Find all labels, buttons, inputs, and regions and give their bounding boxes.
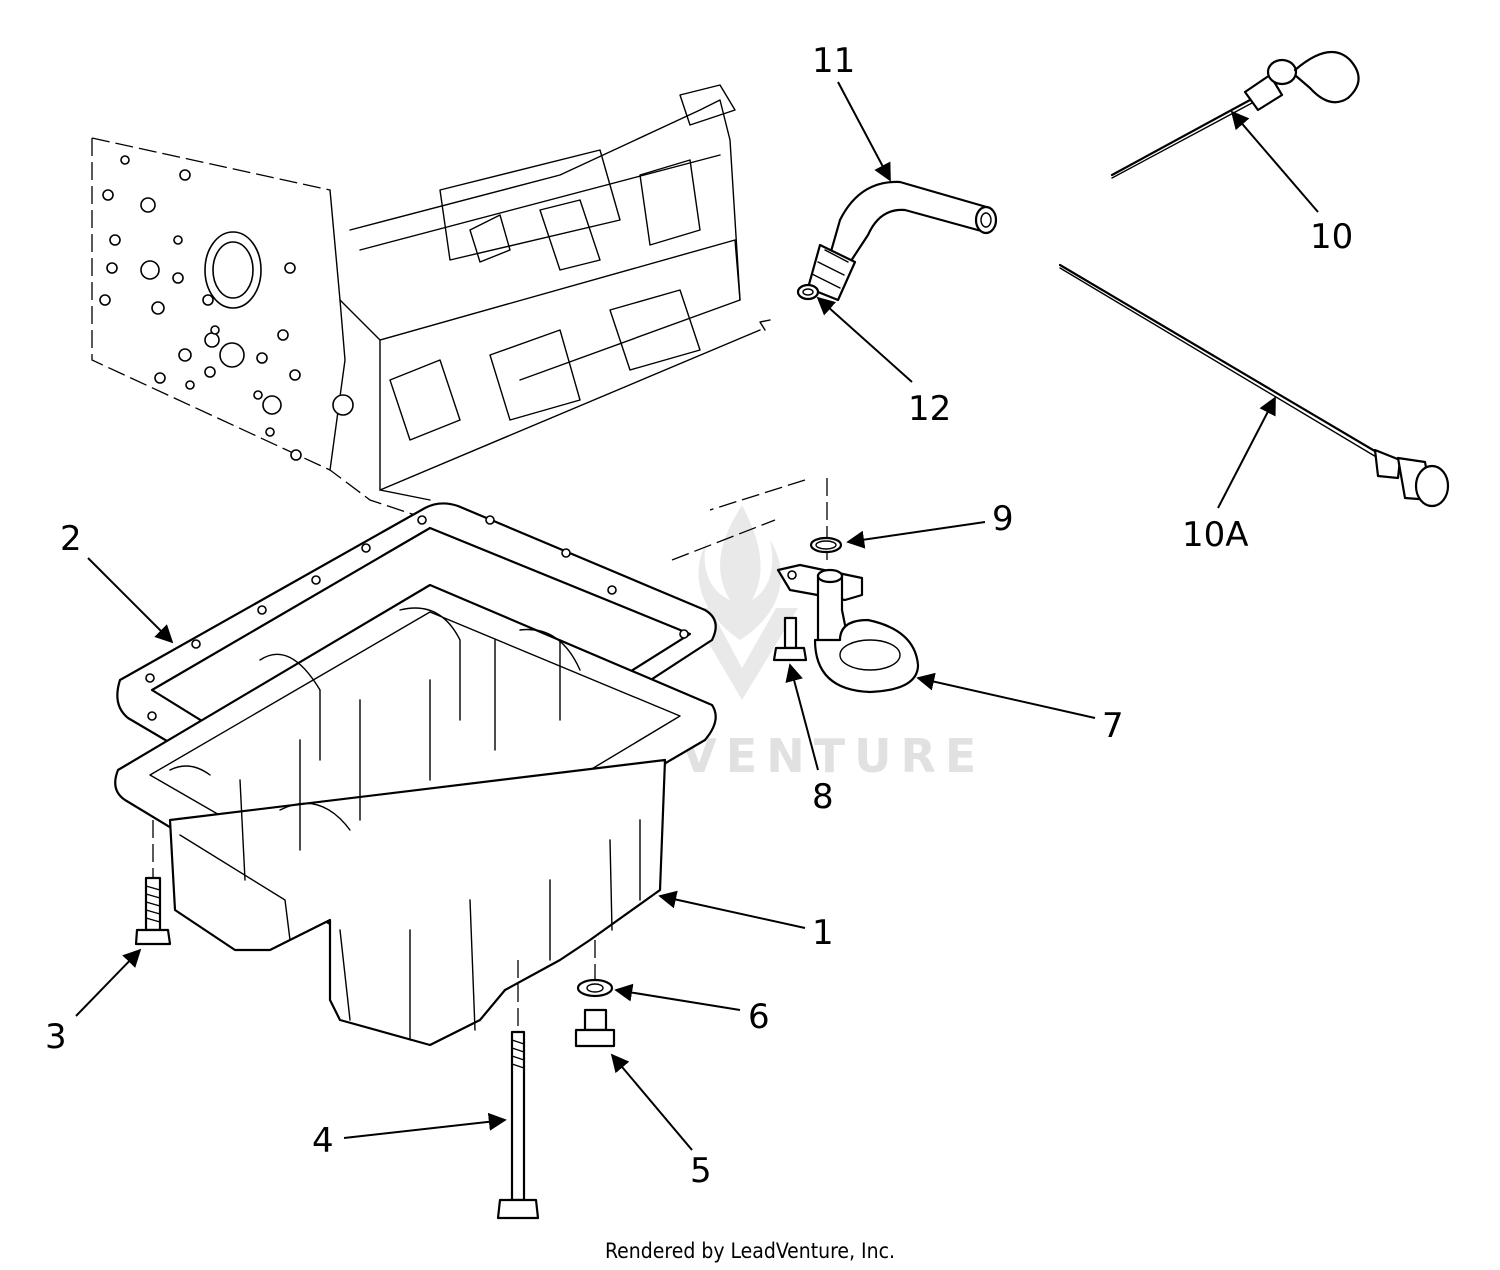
leader-12	[816, 296, 913, 383]
dipstick-10	[1110, 50, 1360, 179]
leader-6	[614, 983, 741, 1011]
leader-11	[837, 81, 891, 182]
callout-6: 6	[748, 997, 770, 1037]
callout-7: 7	[1102, 706, 1124, 746]
leader-5	[610, 1053, 693, 1151]
bolt-8	[772, 616, 808, 662]
footer-credit: Rendered by LeadVenture, Inc.	[605, 1239, 895, 1263]
leader-4	[343, 1112, 507, 1139]
drain-plug	[574, 940, 616, 1048]
leader-10A	[1217, 396, 1276, 509]
leader-7	[916, 672, 1096, 719]
leader-3	[75, 948, 142, 1017]
callout-9: 9	[992, 499, 1014, 539]
leader-9	[846, 521, 986, 549]
engine-block	[91, 84, 761, 521]
callout-12: 12	[908, 389, 951, 429]
callout-10: 10	[1310, 217, 1353, 257]
callout-4: 4	[312, 1121, 334, 1161]
leader-10	[1230, 110, 1319, 213]
callout-3: 3	[45, 1017, 67, 1057]
callout-10A: 10A	[1182, 515, 1249, 555]
oil-strainer	[671, 478, 920, 694]
watermark-logo	[688, 505, 798, 700]
drain-washer	[576, 978, 614, 998]
callout-1: 1	[812, 913, 834, 953]
callout-labels: 1 2 3 4 5 6 7 8 9 10 10A 11 12	[45, 41, 1353, 1191]
bolt-3	[134, 820, 172, 946]
leader-2	[87, 557, 174, 644]
leader-8	[785, 663, 819, 771]
callout-5: 5	[690, 1151, 712, 1191]
o-ring-9	[809, 536, 843, 554]
bolt-4	[496, 960, 540, 1220]
leader-1	[658, 890, 806, 929]
callout-2: 2	[60, 519, 82, 559]
leader-lines	[75, 81, 1319, 1151]
dipstick-10A	[1058, 263, 1450, 508]
o-ring-12	[796, 283, 820, 301]
oil-pan	[114, 583, 717, 1047]
callout-8: 8	[812, 777, 834, 817]
dipstick-tube	[759, 180, 998, 331]
callout-11: 11	[812, 41, 855, 81]
